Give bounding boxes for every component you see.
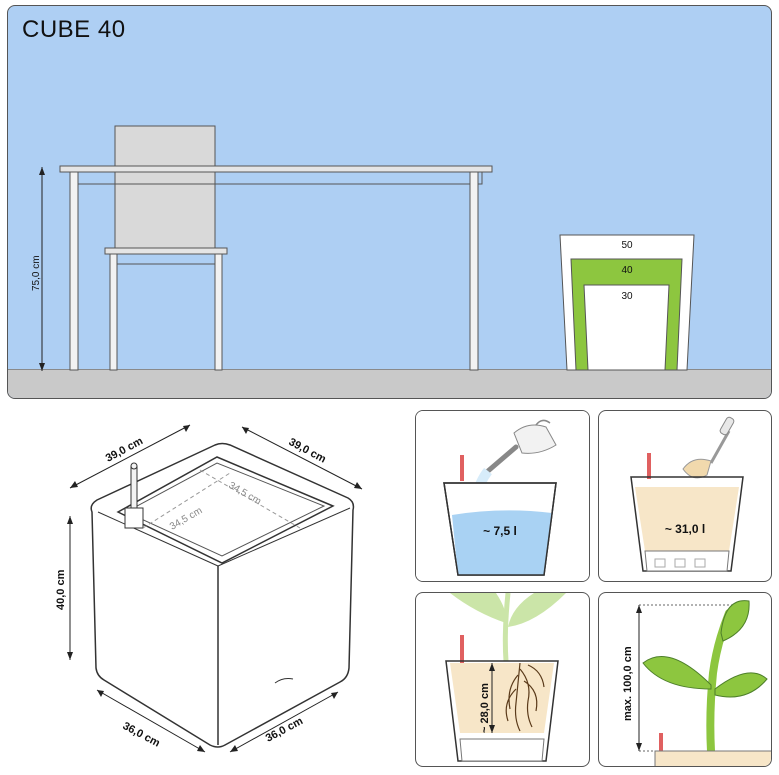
cube-dimension-drawing: 34,5 cm 34,5 cm 39,0 cm 39,0 cm 40,0 cm …	[55, 424, 363, 753]
planter-size-comparison: 50 40 30	[559, 234, 695, 371]
water-reservoir-panel: ~ 7,5 l	[415, 410, 590, 582]
soil-indicator	[647, 453, 651, 479]
water-level-indicator	[130, 465, 138, 509]
water-insert	[644, 550, 730, 572]
cube-height-label: 40,0 cm	[55, 569, 67, 610]
size-label-50: 50	[621, 240, 633, 251]
floor	[8, 369, 771, 398]
water-indicator	[460, 455, 464, 481]
product-title: CUBE 40	[22, 16, 126, 43]
trowel-icon	[682, 416, 735, 479]
plant-height-panel: max. 100,0 cm	[598, 592, 772, 767]
chair-leg-right	[214, 253, 223, 371]
cube-height-dimension: 40,0 cm	[55, 516, 73, 660]
plant-icon	[450, 593, 566, 662]
height-indicator	[659, 733, 663, 753]
brand-logo-mark	[274, 678, 294, 684]
chair-back	[114, 125, 216, 251]
soil-surface	[654, 750, 771, 766]
size-label-30: 30	[621, 291, 633, 302]
soil-volume-panel: ~ 31,0 l	[598, 410, 772, 582]
bottom-width-left-label: 36,0 cm	[121, 720, 162, 750]
cube-inner-rim	[124, 462, 326, 557]
pot-outline	[630, 476, 744, 572]
plant-icon	[642, 600, 768, 755]
planter-size-30	[583, 284, 670, 371]
table-leg-right	[469, 171, 479, 371]
water-volume-label: ~ 7,5 l	[483, 524, 517, 538]
water-fill	[452, 510, 552, 575]
scene-drawing: 75,0 cm 50 40 30	[31, 125, 695, 371]
cube-rim	[116, 456, 335, 564]
pot-outline	[445, 660, 559, 762]
top-width-left-label: 39,0 cm	[104, 435, 145, 465]
soil-volume-label: ~ 31,0 l	[665, 522, 705, 536]
table-height-dimension: 75,0 cm	[31, 167, 45, 371]
root-depth-label: ~ 28,0 cm	[479, 683, 491, 733]
chair-leg-left	[109, 253, 118, 371]
room-scene: CUBE 40 75,0 cm 50 40 30	[7, 5, 772, 399]
max-plant-height-label: max. 100,0 cm	[622, 646, 634, 721]
table-leg-left	[69, 171, 79, 371]
root-indicator	[460, 635, 464, 663]
table-height-label: 75,0 cm	[31, 255, 42, 291]
water-insert	[459, 738, 545, 762]
root-depth-panel: ~ 28,0 cm	[415, 592, 590, 767]
size-label-40: 40	[621, 265, 633, 276]
soil-fill	[635, 487, 739, 551]
roots-icon	[505, 662, 545, 732]
